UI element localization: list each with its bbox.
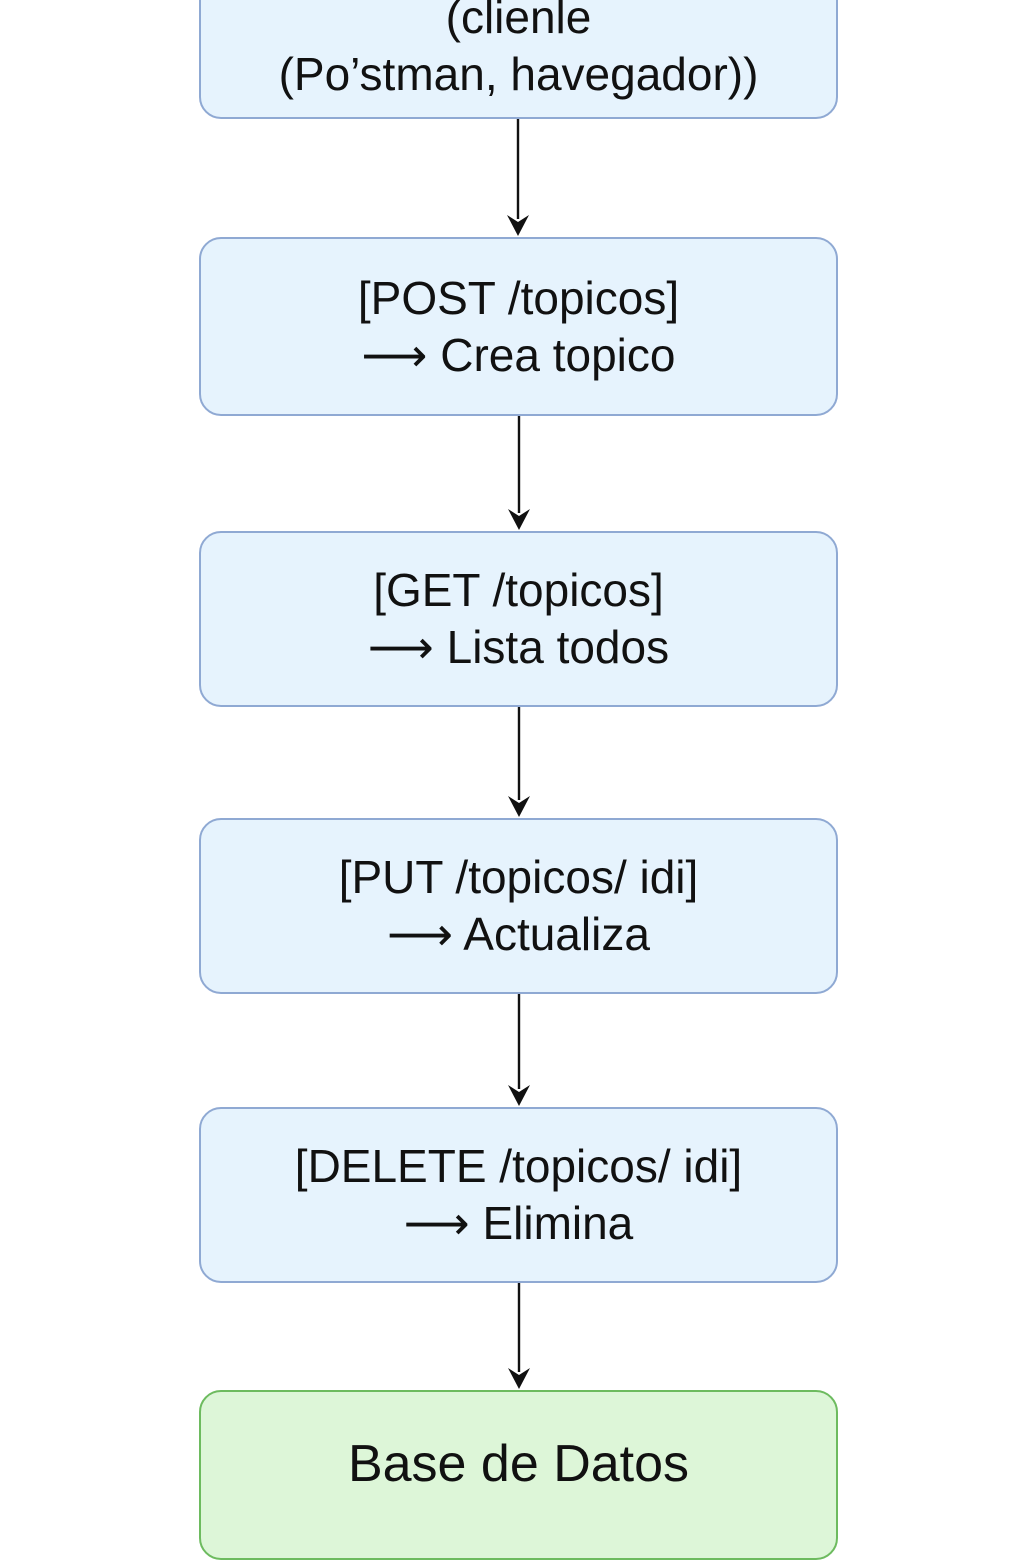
node-put: [PUT /topicos/ idi] ⟶ Actualiza xyxy=(199,818,838,994)
node-post-line-2: ⟶ Crea topico xyxy=(361,328,676,381)
node-client: (clienle (Po’stman, havegador)) xyxy=(199,0,838,119)
node-put-line-2: ⟶ Actualiza xyxy=(387,908,650,960)
node-database-line-1: Base de Datos xyxy=(347,1434,690,1493)
node-get-line-1: [GET /topicos] xyxy=(373,564,664,616)
node-delete: [DELETE /topicos/ idi] ⟶ Elimina xyxy=(199,1107,838,1283)
node-delete-line-1: [DELETE /topicos/ idi] xyxy=(294,1140,743,1192)
node-put-line-1: [PUT /topicos/ idi] xyxy=(338,851,699,903)
node-delete-line-2: ⟶ Elimina xyxy=(403,1197,634,1249)
node-post: [POST /topicos] ⟶ Crea topico xyxy=(199,237,838,416)
node-get-line-2: ⟶ Lista todos xyxy=(367,621,670,673)
node-post-line-1: [POST /topicos] xyxy=(357,271,680,324)
arrow-get-to-put xyxy=(508,707,530,817)
arrow-delete-to-database xyxy=(508,1283,530,1389)
node-get: [GET /topicos] ⟶ Lista todos xyxy=(199,531,838,707)
arrow-post-to-get xyxy=(508,416,530,530)
arrow-put-to-delete xyxy=(508,994,530,1106)
node-database: Base de Datos xyxy=(199,1390,838,1560)
node-client-line-2: (Po’stman, havegador)) xyxy=(278,47,759,100)
node-client-line-1: (clienle xyxy=(445,0,592,43)
arrow-client-to-post xyxy=(507,119,529,236)
